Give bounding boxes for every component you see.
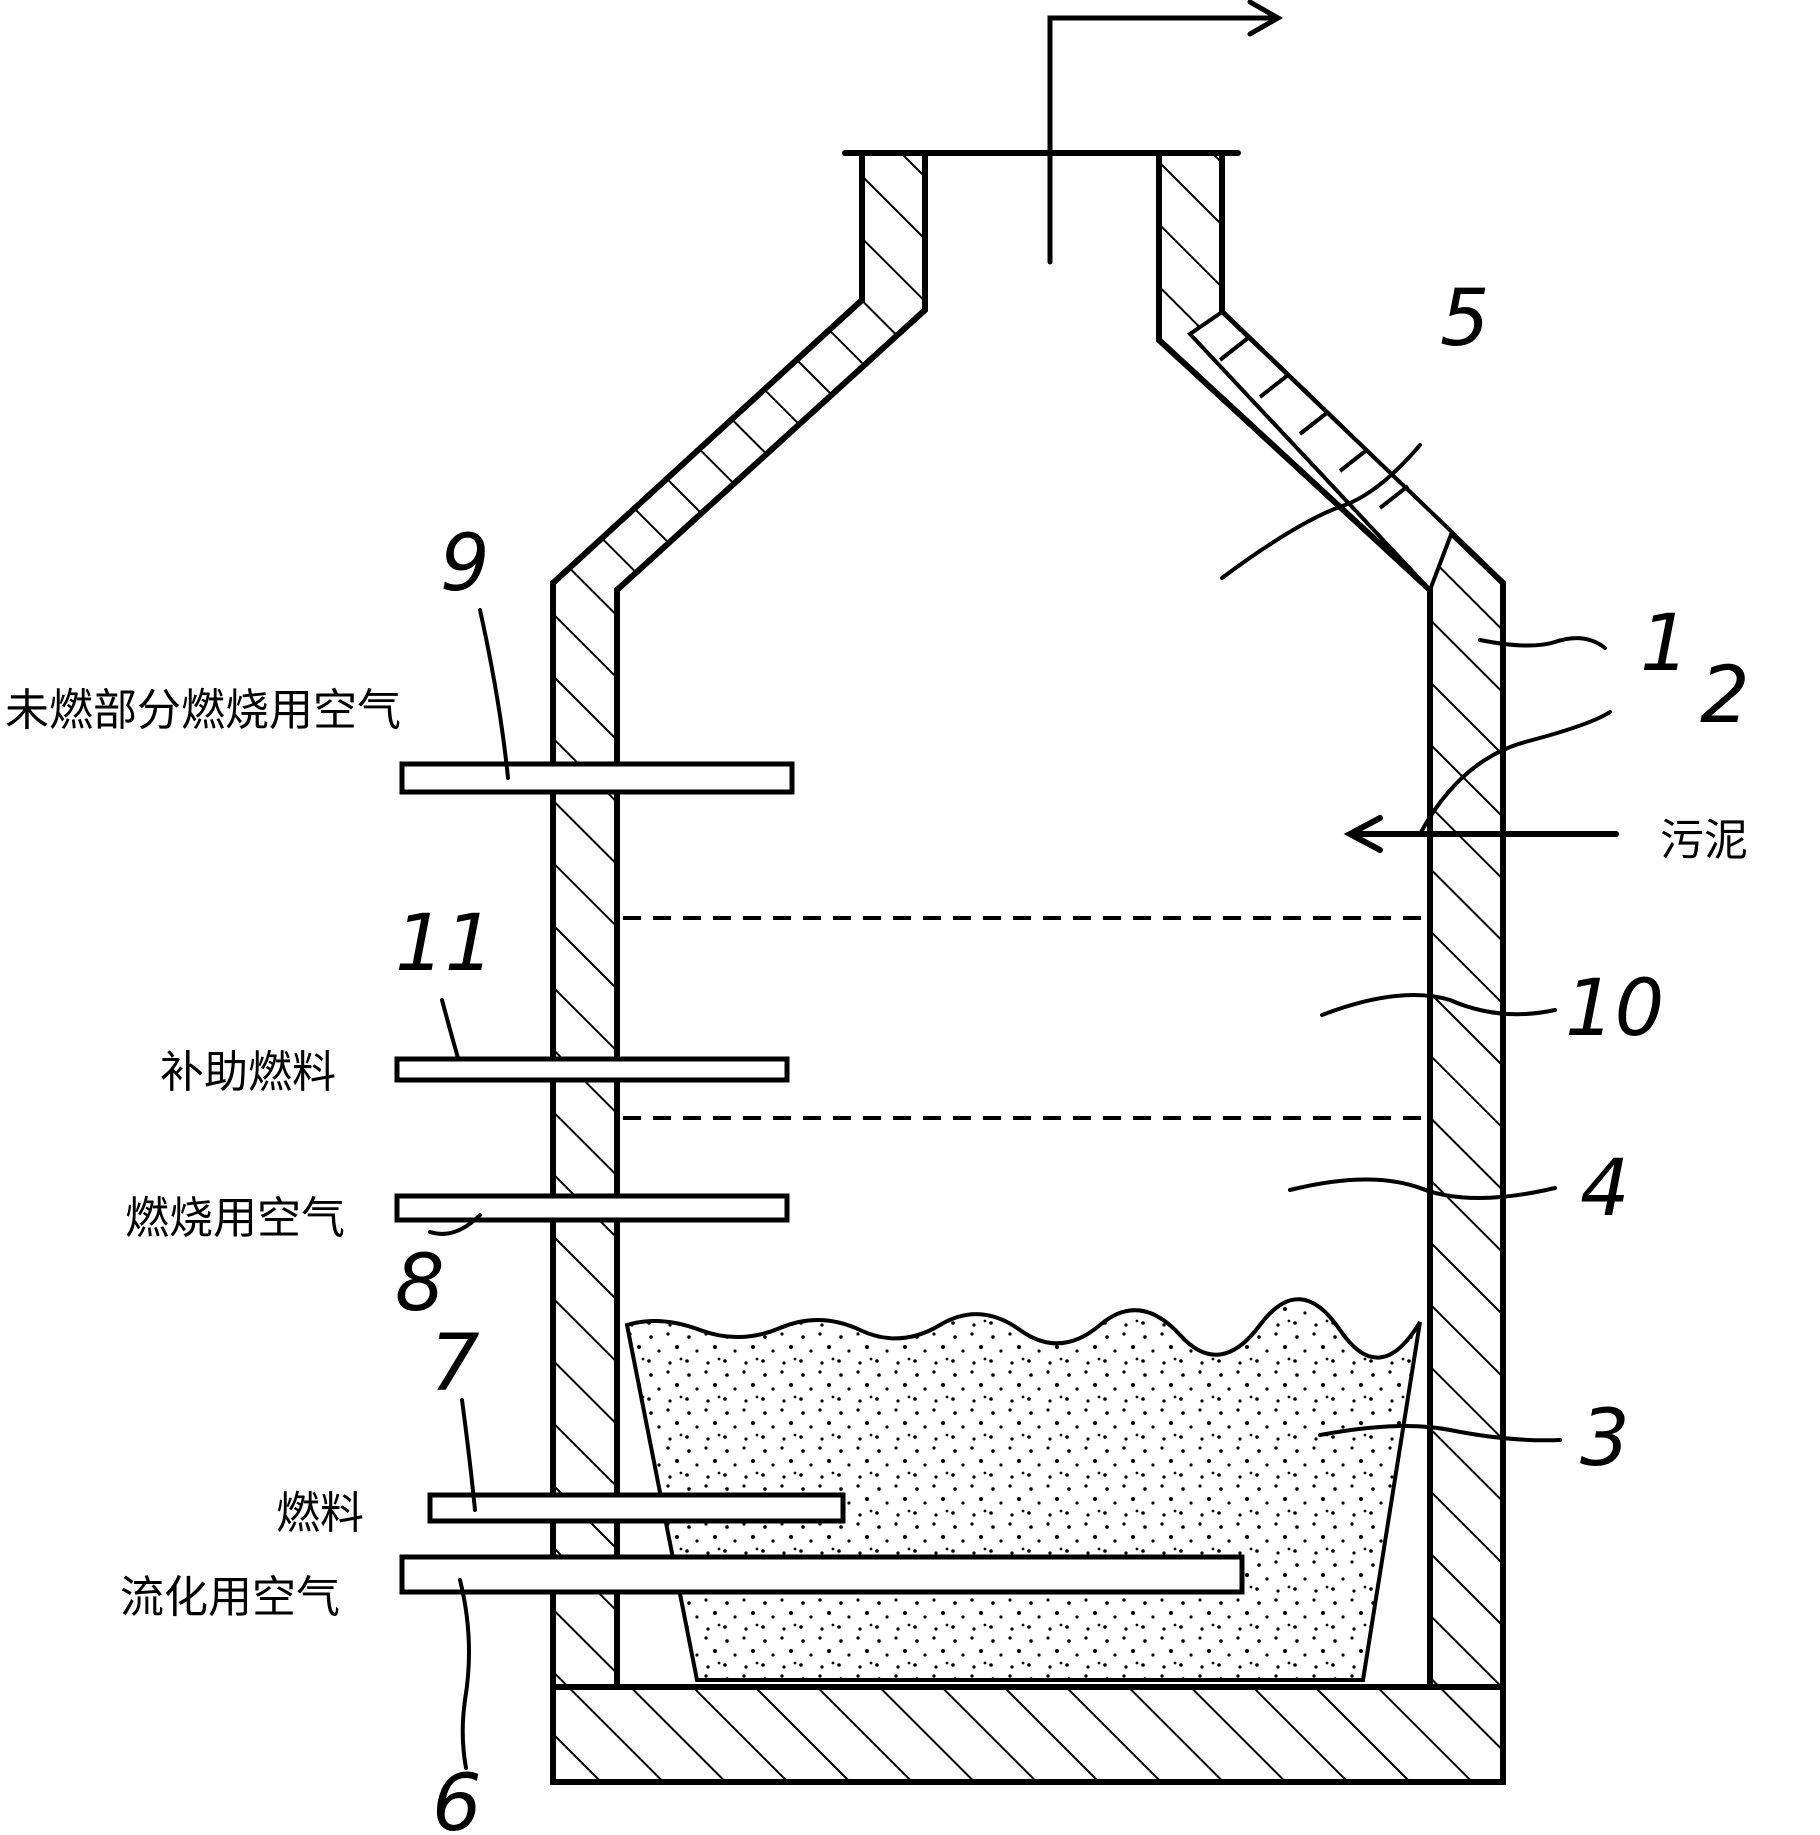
leader-7 bbox=[460, 1398, 477, 1512]
ref-number-5: 5 bbox=[1440, 274, 1490, 364]
ref-number-3: 3 bbox=[1580, 1394, 1630, 1484]
leader-2 bbox=[1418, 710, 1612, 836]
ref-number-1: 1 bbox=[1640, 599, 1690, 689]
ref-number-7: 7 bbox=[430, 1319, 480, 1409]
leader-1 bbox=[1478, 636, 1607, 650]
leader-6 bbox=[458, 1578, 471, 1770]
tube-6-fluidizing-air bbox=[399, 1554, 1245, 1595]
label-fluidizing-air: 流化用空气 bbox=[120, 1572, 340, 1623]
exhaust-arrow bbox=[1047, 15, 1278, 265]
label-sludge: 污泥 bbox=[1660, 815, 1748, 866]
furnace-floor bbox=[550, 1684, 1506, 1785]
label-combustion-air: 燃烧用空气 bbox=[125, 1193, 345, 1244]
leader-5 bbox=[1220, 443, 1422, 580]
ref-number-8: 8 bbox=[395, 1239, 445, 1329]
tube-7-fuel bbox=[427, 1492, 846, 1524]
leader-10 bbox=[1320, 993, 1557, 1017]
ref-number-6: 6 bbox=[432, 1759, 482, 1835]
sludge-inlet-arrowhead bbox=[1343, 815, 1383, 853]
label-aux-fuel: 补助燃料 bbox=[160, 1047, 336, 1098]
leader-9 bbox=[478, 608, 510, 780]
leader-3 bbox=[1318, 1424, 1562, 1443]
tube-8-combustion-air bbox=[394, 1193, 790, 1223]
label-fuel: 燃料 bbox=[276, 1488, 364, 1539]
ref-number-2: 2 bbox=[1700, 651, 1750, 741]
leader-4 bbox=[1288, 1177, 1557, 1200]
ref-number-9: 9 bbox=[440, 519, 490, 609]
ref-number-4: 4 bbox=[1580, 1144, 1630, 1234]
brick-joints bbox=[1218, 336, 1410, 510]
tube-9-unburned-air bbox=[399, 761, 795, 795]
leader-11 bbox=[440, 998, 460, 1060]
ref-number-11: 11 bbox=[395, 899, 494, 989]
exhaust-arrowhead bbox=[1247, 0, 1284, 37]
leader-8 bbox=[428, 1213, 482, 1236]
label-unburned-air: 未燃部分燃烧用空气 bbox=[5, 685, 401, 736]
ref-number-10: 10 bbox=[1565, 964, 1664, 1054]
tube-11-aux-fuel bbox=[394, 1056, 790, 1083]
sand-bed bbox=[624, 1297, 1422, 1682]
